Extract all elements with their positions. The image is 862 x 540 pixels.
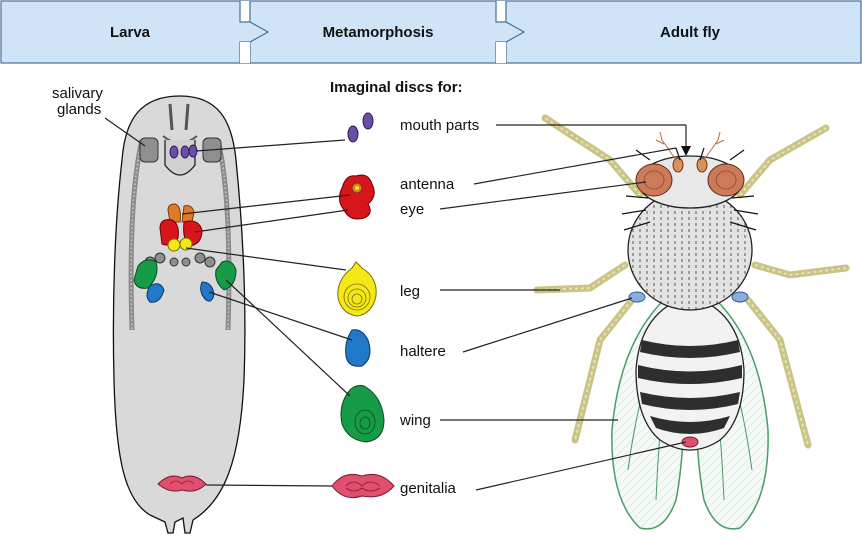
salivary-glands-label: salivary — [52, 85, 103, 102]
disc-mouth-parts — [348, 113, 373, 142]
larva-disc-mouth-parts — [170, 145, 197, 158]
stage-metamorphosis: Metamorphosis — [323, 24, 434, 41]
disc-eye-antenna — [339, 175, 374, 219]
adult-fly — [537, 118, 846, 529]
stage-larva: Larva — [110, 24, 151, 41]
label-genitalia: genitalia — [400, 480, 457, 497]
larva-disc-genitalia — [158, 476, 206, 491]
larva — [113, 96, 245, 533]
fly-haltere-right — [732, 292, 748, 302]
label-eye: eye — [400, 201, 424, 218]
arrowhead-icon — [681, 146, 691, 156]
discs-title: Imaginal discs for: — [330, 79, 463, 96]
label-wing: wing — [399, 412, 431, 429]
label-leg: leg — [400, 283, 420, 300]
label-mouth-parts: mouth parts — [400, 117, 479, 134]
stage-adult-fly: Adult fly — [660, 24, 721, 41]
disc-haltere — [346, 330, 370, 367]
stage-header: Larva Metamorphosis Adult fly — [1, 1, 861, 63]
label-haltere: haltere — [400, 343, 446, 360]
disc-genitalia — [332, 474, 394, 497]
salivary-glands-label-2: glands — [57, 101, 101, 118]
fly-haltere-left — [629, 292, 645, 302]
label-antenna: antenna — [400, 176, 455, 193]
